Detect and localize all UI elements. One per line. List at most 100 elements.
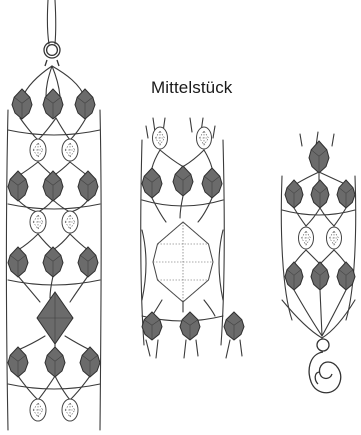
dark-crystal-bead — [78, 171, 98, 201]
dark-crystal-bead — [43, 247, 63, 277]
thread-line — [70, 234, 88, 250]
large-dark-crystal-bead — [37, 292, 73, 344]
thread-line — [322, 290, 346, 336]
thread-line — [47, 0, 49, 44]
dark-crystal-bead — [8, 171, 28, 201]
thread-line — [180, 196, 183, 218]
thread-line — [56, 118, 70, 140]
dark-crystal-bead — [180, 312, 200, 340]
thread-line — [142, 230, 146, 300]
thread-line — [226, 340, 230, 358]
thread-line — [296, 172, 319, 184]
thread-line — [198, 198, 212, 222]
clear-crystal-bead — [62, 139, 78, 161]
thread-line — [219, 230, 223, 300]
clear-crystal-bead — [197, 127, 212, 149]
thread-line — [190, 118, 192, 132]
thread-line — [18, 234, 38, 250]
thread-line — [294, 208, 306, 226]
thread-line — [8, 130, 100, 135]
dark-crystal-bead — [80, 347, 100, 377]
thread-line — [294, 250, 306, 264]
thread-line — [18, 276, 40, 302]
thread-line — [152, 198, 166, 222]
thread-line — [70, 118, 86, 140]
clear-crystal-bead — [153, 127, 168, 149]
dark-crystal-bead — [43, 171, 63, 201]
thread-line — [240, 340, 242, 356]
dark-crystal-bead — [12, 89, 32, 119]
thread-line — [8, 384, 100, 389]
dark-crystal-bead — [78, 247, 98, 277]
thread-line — [146, 340, 150, 356]
thread-line — [141, 140, 144, 345]
dark-crystal-bead — [224, 312, 244, 340]
dark-crystal-bead — [173, 166, 193, 196]
thread-line — [38, 376, 55, 400]
dark-crystal-bead — [285, 262, 303, 290]
dark-crystal-bead — [8, 347, 28, 377]
clear-crystal-bead — [30, 399, 46, 421]
thread-line — [70, 276, 88, 302]
thread-line — [20, 118, 38, 140]
thread-line — [319, 172, 345, 184]
thread-line — [146, 126, 148, 138]
clear-crystal-bead — [30, 211, 46, 233]
thread-line — [38, 118, 56, 140]
dark-crystal-bead — [45, 347, 65, 377]
thread-line — [152, 150, 160, 168]
thread-line — [300, 134, 302, 146]
thread-line — [320, 250, 334, 264]
panel-middle-piece — [141, 118, 244, 358]
thread-line — [320, 208, 334, 226]
thread-line — [55, 0, 56, 44]
thread-line — [306, 250, 320, 264]
thread-line — [213, 126, 215, 138]
thread-line — [38, 200, 53, 212]
dark-crystal-bead — [8, 247, 28, 277]
thread-line — [332, 134, 334, 146]
thread-line — [221, 140, 224, 345]
clear-crystal-bead — [62, 211, 78, 233]
dark-crystal-bead — [311, 180, 329, 208]
thread-line — [7, 110, 9, 430]
clear-crystal-bead — [62, 399, 78, 421]
clear-crystal-bead — [30, 139, 46, 161]
thread-line — [160, 150, 182, 166]
thread-line — [334, 250, 346, 264]
thread-line — [55, 376, 70, 400]
dark-crystal-bead — [142, 168, 162, 198]
thread-line — [100, 110, 101, 430]
thread-line — [8, 204, 100, 209]
dark-crystal-bead — [337, 180, 355, 208]
clear-crystal-bead — [327, 227, 342, 249]
lobster-clasp — [309, 352, 341, 393]
thread-line — [294, 290, 322, 336]
dark-crystal-bead — [202, 168, 222, 198]
thread-line — [156, 340, 158, 358]
thread-line — [184, 150, 204, 166]
dark-crystal-bead — [311, 262, 329, 290]
thread-line — [204, 150, 212, 168]
dark-crystal-bead — [309, 141, 329, 173]
dark-crystal-bead — [285, 180, 303, 208]
thread-line — [53, 200, 70, 212]
thread-line — [53, 234, 70, 250]
thread-line — [184, 340, 186, 358]
thread-line — [196, 340, 198, 356]
thread-line — [320, 290, 322, 336]
panel-right-end-piece — [281, 132, 355, 393]
thread-line — [65, 336, 90, 350]
thread-line — [334, 208, 346, 226]
large-clear-crystal-bead — [153, 222, 213, 302]
thread-line — [38, 234, 53, 250]
thread-line — [306, 208, 320, 226]
panel-left-end-piece — [7, 0, 102, 430]
clear-crystal-bead — [299, 227, 314, 249]
jump-ring — [317, 339, 329, 351]
thread-line — [18, 336, 45, 350]
thread-line — [70, 200, 88, 212]
thread-line — [204, 300, 215, 316]
